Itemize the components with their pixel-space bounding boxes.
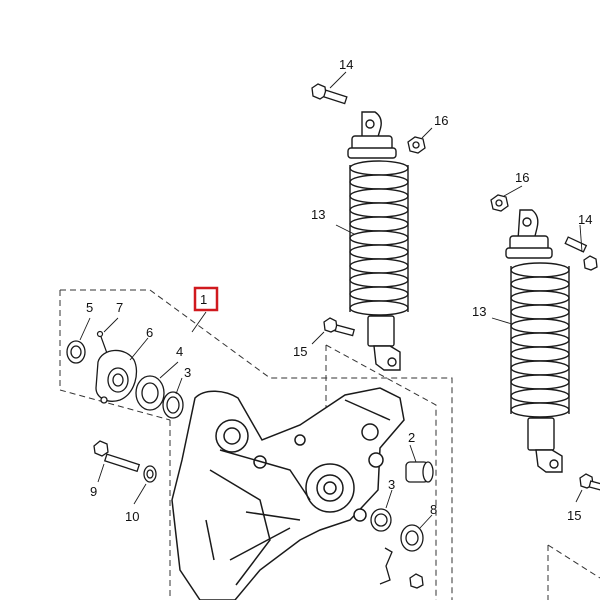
callout-3-left[interactable]: 3 xyxy=(184,365,191,380)
shock-absorber-right xyxy=(505,209,570,473)
oil-seal-3-left xyxy=(162,391,184,419)
callout-5[interactable]: 5 xyxy=(86,300,93,315)
nut-16-right xyxy=(490,194,509,212)
callout-2[interactable]: 2 xyxy=(408,430,415,445)
group-outline-left xyxy=(59,289,453,600)
bolt-14-center xyxy=(311,83,348,105)
collar-5 xyxy=(66,340,86,364)
callout-13-right[interactable]: 13 xyxy=(472,304,486,319)
callout-15-right[interactable]: 15 xyxy=(567,508,581,523)
leader-lines xyxy=(79,71,583,529)
bolt-15-center xyxy=(323,317,355,337)
callout-14-center[interactable]: 14 xyxy=(339,57,353,72)
rear-arm-body xyxy=(171,387,405,600)
callout-6[interactable]: 6 xyxy=(146,325,153,340)
bolt-15-right xyxy=(579,473,600,491)
group-outline-right xyxy=(547,544,600,600)
bolt-9 xyxy=(93,440,141,473)
callout-4[interactable]: 4 xyxy=(176,344,183,359)
shock-absorber-center xyxy=(347,111,409,371)
callout-8[interactable]: 8 xyxy=(430,502,437,517)
bolt-14-right xyxy=(564,236,598,271)
callout-14-right[interactable]: 14 xyxy=(578,212,592,227)
washer-10 xyxy=(143,465,157,483)
oil-seal-3-right xyxy=(370,508,392,532)
nut-16-center xyxy=(407,136,426,154)
clip-bracket xyxy=(379,547,424,589)
callout-16-right[interactable]: 16 xyxy=(515,170,529,185)
damper-8 xyxy=(400,524,424,552)
bushing-2 xyxy=(405,461,434,483)
callout-7[interactable]: 7 xyxy=(116,300,123,315)
callout-13-center[interactable]: 13 xyxy=(311,207,325,222)
callout-9[interactable]: 9 xyxy=(90,484,97,499)
plate-6 xyxy=(95,349,138,404)
bearing-4 xyxy=(135,375,165,411)
callout-10[interactable]: 10 xyxy=(125,509,139,524)
callout-3-right[interactable]: 3 xyxy=(388,477,395,492)
callout-15-center[interactable]: 15 xyxy=(293,344,307,359)
callout-1[interactable]: 1 xyxy=(200,292,207,307)
highlight-box xyxy=(193,286,219,312)
callout-16-center[interactable]: 16 xyxy=(434,113,448,128)
